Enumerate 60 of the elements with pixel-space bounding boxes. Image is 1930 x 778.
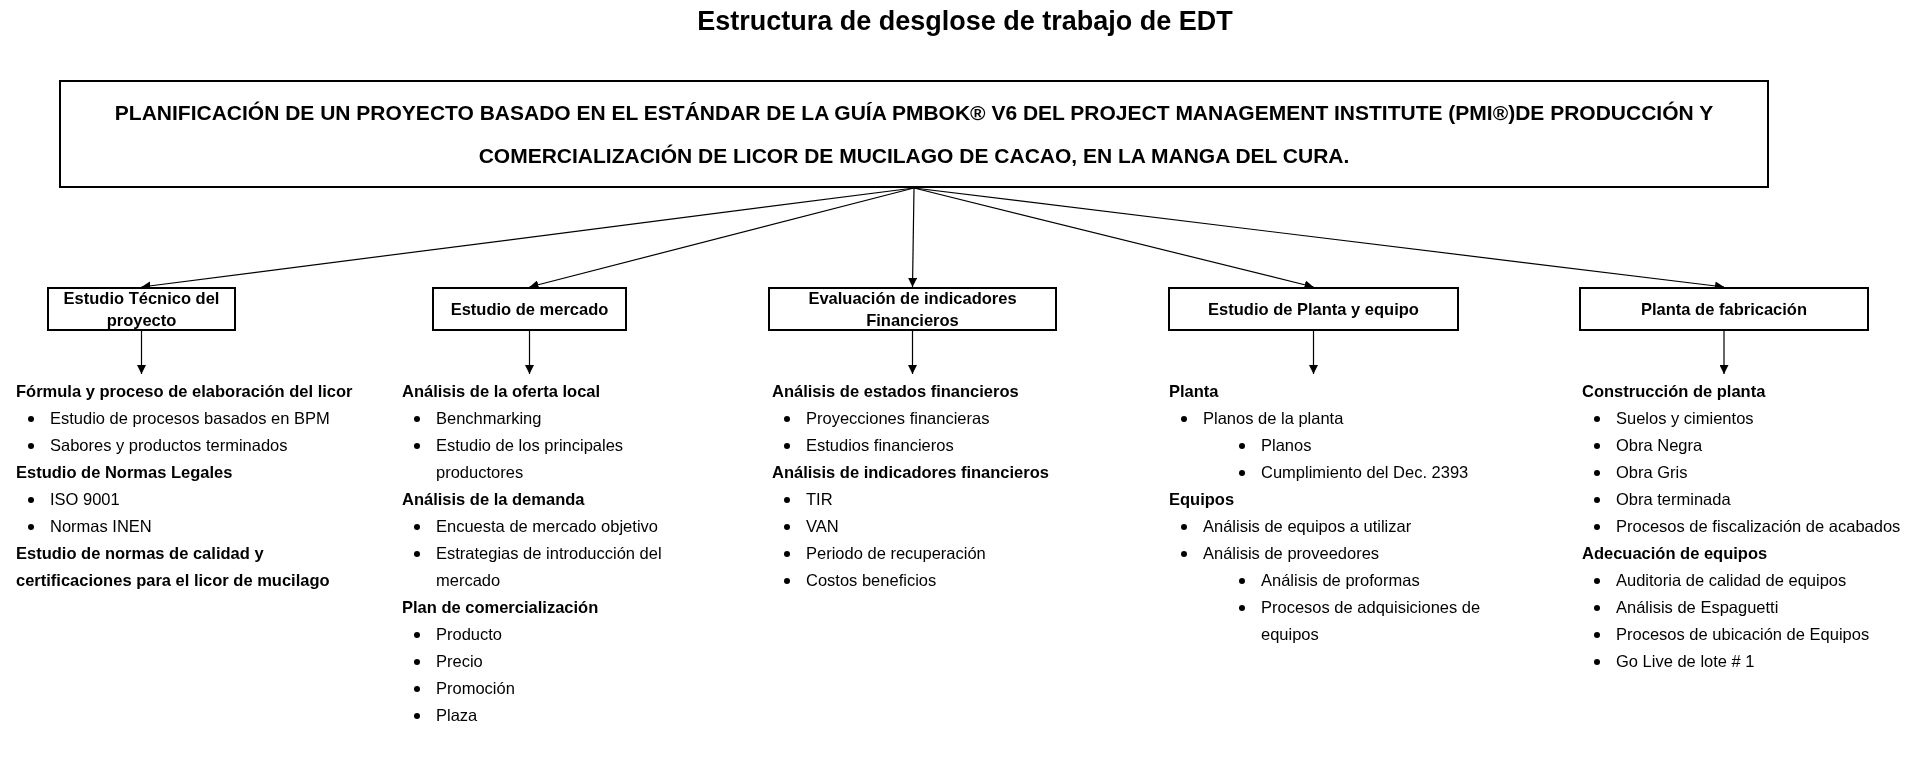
section-heading: Construcción de planta bbox=[1582, 381, 1766, 402]
bullet-item: Análisis de proveedores bbox=[1203, 543, 1380, 564]
diagram-title: Estructura de desglose de trabajo de EDT bbox=[696, 6, 1234, 37]
arrow bbox=[908, 187, 918, 288]
bullet-item: Estrategias de introducción del mercado bbox=[436, 543, 663, 591]
bullet-item: Análisis de proformas bbox=[1261, 570, 1420, 591]
work-package-box: Estudio de mercado bbox=[432, 287, 627, 331]
bullet-item: Obra Gris bbox=[1616, 462, 1688, 483]
section-heading: Análisis de la oferta local bbox=[402, 381, 601, 402]
bullet-item: Obra terminada bbox=[1616, 489, 1731, 510]
bullet-item: Plaza bbox=[436, 705, 478, 726]
bullet-item: Costos beneficios bbox=[806, 570, 937, 591]
section-heading: Estudio de normas de calidad y certificaciones para el licor de mucilago bbox=[16, 543, 331, 591]
section-heading: Fórmula y proceso de elaboración del licor bbox=[16, 381, 353, 402]
bullet-item: Estudios financieros bbox=[806, 435, 954, 456]
bullet-item: Normas INEN bbox=[50, 516, 152, 537]
work-package-box: Planta de fabricación bbox=[1579, 287, 1869, 331]
bullet-item: Auditoria de calidad de equipos bbox=[1616, 570, 1847, 591]
bullet-item: Proyecciones financieras bbox=[806, 408, 990, 429]
section-heading: Planta bbox=[1169, 381, 1219, 402]
project-title-box: PLANIFICACIÓN DE UN PROYECTO BASADO EN EL ESTÁNDAR DE LA GUÍA PMBOK® V6 DEL PROJECT MANAGEMENT INSTITUTE (PMI®)DE PRODUCCIÓN Y COMERCIALIZACIÓN DE LICOR DE MUCILAGO DE CACAO, EN LA MANGA DEL CURA. bbox=[59, 80, 1769, 188]
bullet-item: Estudio de los principales productores bbox=[436, 435, 625, 483]
section-heading: Plan de comercialización bbox=[402, 597, 599, 618]
bullet-item: Análisis de equipos a utilizar bbox=[1203, 516, 1412, 537]
bullet-item: Producto bbox=[436, 624, 503, 645]
arrow bbox=[1719, 330, 1729, 375]
section-heading: Equipos bbox=[1169, 489, 1235, 510]
section-heading: Análisis de la demanda bbox=[402, 489, 585, 510]
section-heading: Análisis de indicadores financieros bbox=[772, 462, 1049, 483]
bullet-item: Go Live de lote # 1 bbox=[1616, 651, 1755, 672]
bullet-item: Encuesta de mercado objetivo bbox=[436, 516, 658, 537]
bullet-item: Sabores y productos terminados bbox=[50, 435, 288, 456]
bullet-item: Estudio de procesos basados en BPM bbox=[50, 408, 330, 429]
arrow bbox=[137, 330, 146, 375]
arrow bbox=[1309, 330, 1318, 375]
work-package-box: Evaluación de indicadores Financieros bbox=[768, 287, 1057, 331]
arrow bbox=[908, 330, 917, 375]
arrow bbox=[525, 330, 534, 375]
bullet-item: Obra Negra bbox=[1616, 435, 1703, 456]
bullet-item: Precio bbox=[436, 651, 483, 672]
section-heading: Estudio de Normas Legales bbox=[16, 462, 233, 483]
bullet-item: Benchmarking bbox=[436, 408, 542, 429]
bullet-item: Procesos de adquisiciones de equipos bbox=[1261, 597, 1482, 645]
bullet-item: Procesos de fiscalización de acabados bbox=[1616, 516, 1901, 537]
work-package-box: Estudio de Planta y equipo bbox=[1168, 287, 1459, 331]
bullet-item: Procesos de ubicación de Equipos bbox=[1616, 624, 1870, 645]
arrow bbox=[528, 187, 915, 290]
bullet-item: Cumplimiento del Dec. 2393 bbox=[1261, 462, 1469, 483]
section-heading: Adecuación de equipos bbox=[1582, 543, 1768, 564]
bullet-item: Suelos y cimientos bbox=[1616, 408, 1754, 429]
bullet-item: Periodo de recuperación bbox=[806, 543, 986, 564]
bullet-item: Planos de la planta bbox=[1203, 408, 1344, 429]
bullet-item: Planos bbox=[1261, 435, 1312, 456]
section-heading: Análisis de estados financieros bbox=[772, 381, 1019, 402]
bullet-item: Análisis de Espaguetti bbox=[1616, 597, 1779, 618]
bullet-item: Promoción bbox=[436, 678, 515, 699]
bullet-item: VAN bbox=[806, 516, 839, 537]
bullet-item: TIR bbox=[806, 489, 833, 510]
bullet-item: ISO 9001 bbox=[50, 489, 120, 510]
work-package-box: Estudio Técnico del proyecto bbox=[47, 287, 236, 331]
